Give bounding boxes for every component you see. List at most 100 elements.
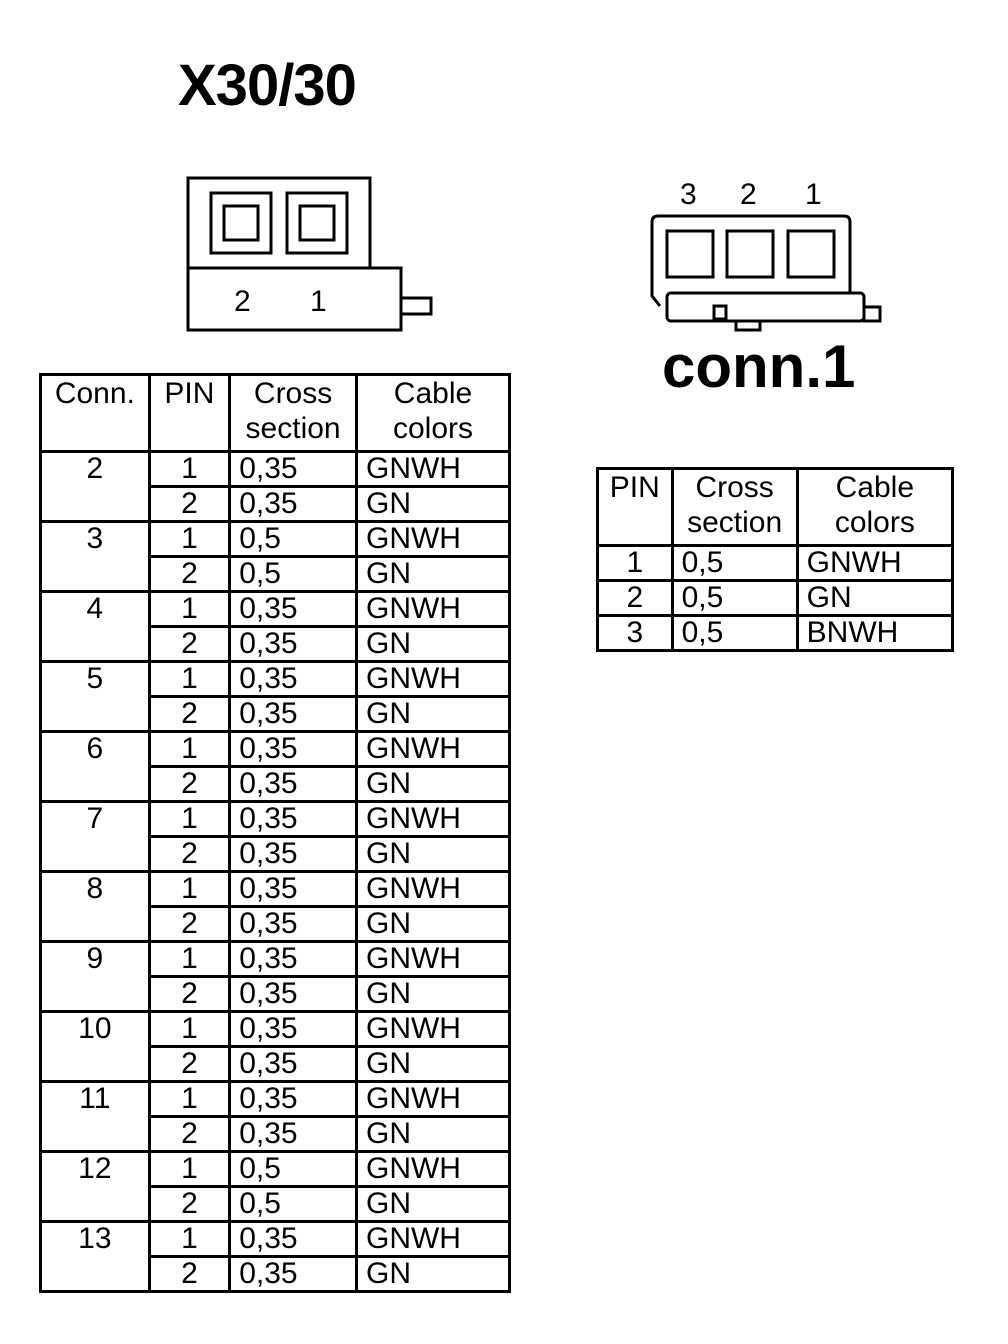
cable-color-cell: GN [354,835,512,873]
pin-cell: 2 [147,695,232,733]
pin-cell: 2 [147,555,232,593]
cable-color-cell: GN [795,579,955,617]
cross-section-cell: 0,5 [670,614,799,652]
cross-section-cell: 0,35 [228,730,358,768]
header-cross-line2: section [245,412,341,445]
cable-color-cell: GNWH [354,450,512,488]
cable-color-cell: GN [354,555,512,593]
pin-cell: 2 [147,765,232,803]
cross-section-cell: 0,35 [228,625,358,663]
cable-color-cell: GN [354,695,512,733]
conn-number-cell: 3 [39,520,151,593]
pin-cell: 2 [147,485,232,523]
cross-section-cell: 0,5 [228,1185,358,1223]
conn-number-cell: 8 [39,870,151,943]
pin-cell: 1 [596,544,674,582]
cross-section-cell: 0,35 [228,485,358,523]
header-cross-line2: section [687,506,783,539]
cable-color-cell: GNWH [354,590,512,628]
pin-cell: 2 [147,625,232,663]
cross-section-cell: 0,35 [228,1045,358,1083]
pin-cell: 2 [147,905,232,943]
cross-section-cell: 0,5 [228,520,358,558]
cable-color-cell: GN [354,1255,512,1293]
pin-cell: 1 [147,800,232,838]
cable-color-cell: GN [354,1115,512,1153]
conn1-pin-label: 3 [680,178,697,211]
pin-cell: 1 [147,1080,232,1118]
cross-section-cell: 0,35 [228,1220,358,1258]
pin-cell: 1 [147,1010,232,1048]
cable-color-cell: GNWH [354,870,512,908]
cable-color-cell: GN [354,765,512,803]
cable-color-cell: GN [354,975,512,1013]
conn-number-cell: 5 [39,660,151,733]
cross-section-cell: 0,35 [228,835,358,873]
cross-section-cell: 0,5 [228,1150,358,1188]
cable-color-cell: GN [354,1045,512,1083]
cross-section-cell: 0,35 [228,1010,358,1048]
cross-section-cell: 0,35 [228,660,358,698]
cross-section-cell: 0,35 [228,1255,358,1293]
cable-color-cell: BNWH [795,614,955,652]
pin-cell: 1 [147,660,232,698]
x30-title: X30/30 [178,53,357,118]
cable-color-cell: GNWH [354,520,512,558]
header-cross-line1: Cross [695,471,774,504]
conn1-pin-label: 2 [740,178,757,211]
pin-cell: 2 [147,1115,232,1153]
header-conn-label: Conn. [54,377,135,410]
pin-cell: 1 [147,940,232,978]
cross-section-cell: 0,35 [228,800,358,838]
connector-drawings: 2 1 3 2 1 [186,176,882,332]
pin-cell: 1 [147,1150,232,1188]
conn-number-cell: 12 [39,1150,151,1223]
cable-color-cell: GNWH [354,800,512,838]
pin-cell: 1 [147,450,232,488]
x30-connector-drawing [186,176,433,332]
cable-color-cell: GNWH [354,1080,512,1118]
cross-section-cell: 0,35 [228,975,358,1013]
cross-section-cell: 0,35 [228,870,358,908]
cable-color-cell: GNWH [354,660,512,698]
cross-section-cell: 0,35 [228,905,358,943]
pin-cell: 1 [147,870,232,908]
cable-color-cell: GNWH [354,1010,512,1048]
conn1-connector-drawing [650,214,882,332]
x30-pin-label: 2 [234,285,251,318]
cable-color-cell: GNWH [795,544,955,582]
cable-color-cell: GNWH [354,1220,512,1258]
header-pin-label: PIN [164,377,215,410]
cable-color-cell: GN [354,1185,512,1223]
cross-section-cell: 0,35 [228,940,358,978]
pin-cell: 2 [147,1045,232,1083]
conn-number-cell: 7 [39,800,151,873]
cross-section-cell: 0,5 [670,544,799,582]
pin-cell: 2 [147,835,232,873]
pin-cell: 1 [147,590,232,628]
header-conn: Conn. [39,373,151,453]
conn-number-cell: 13 [39,1220,151,1293]
